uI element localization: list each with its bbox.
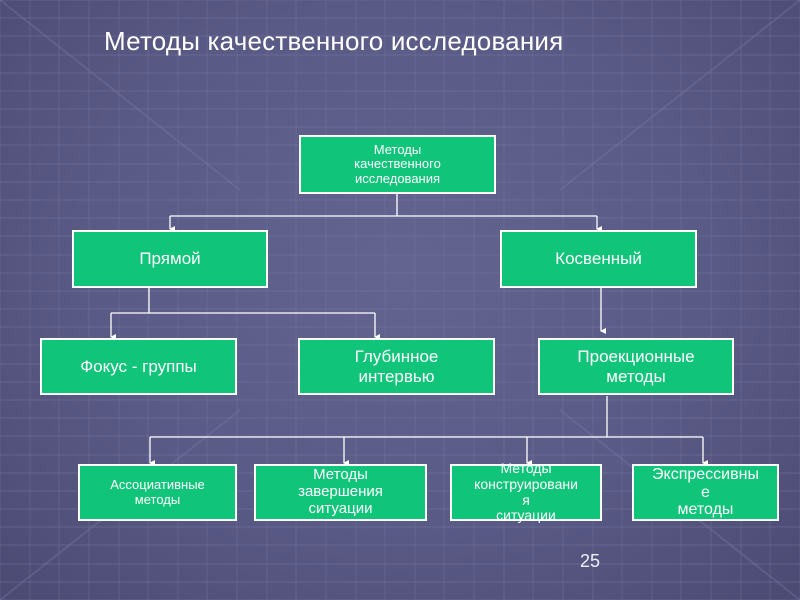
node-indirect-label: Косвенный [555, 249, 642, 269]
node-focus-groups-label: Фокус - группы [80, 356, 197, 376]
page-number: 25 [580, 551, 601, 571]
node-projective-methods-label: Проекционные методы [577, 347, 695, 386]
node-construction-methods: Методы конструировани я ситуации [450, 460, 602, 524]
node-completion-methods: Методы завершения ситуации [254, 464, 427, 521]
node-expressive-methods-label: Экспрессивны е методы [652, 465, 759, 519]
node-focus-groups: Фокус - группы [40, 338, 237, 395]
node-root: Методы качественного исследования [299, 135, 496, 194]
node-associative-methods-label: Ассоциативные методы [110, 476, 205, 507]
node-expressive-methods: Экспрессивны е методы [632, 464, 779, 521]
node-direct: Прямой [72, 230, 268, 288]
node-associative-methods: Ассоциативные методы [78, 464, 237, 521]
node-construction-methods-label: Методы конструировани я ситуации [474, 460, 578, 524]
node-completion-methods-label: Методы завершения ситуации [298, 466, 383, 517]
node-direct-label: Прямой [139, 249, 201, 269]
node-indirect: Косвенный [500, 230, 697, 288]
node-projective-methods: Проекционные методы [538, 338, 734, 395]
slide-title: Методы качественного исследования [104, 26, 564, 56]
node-in-depth-interview: Глубинное интервью [298, 338, 495, 395]
node-in-depth-interview-label: Глубинное интервью [354, 347, 439, 386]
node-root-label: Методы качественного исследования [354, 141, 441, 186]
